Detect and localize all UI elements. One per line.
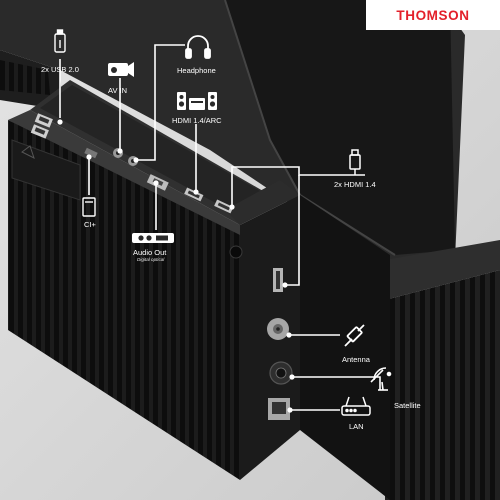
headphone-icon [185,35,211,59]
audio-out-sublabel: Digital optical [137,257,165,262]
hdmi-label: 2x HDMI 1.4 [334,180,376,189]
tv-back-recess [225,0,455,255]
housing-grille-right [385,270,500,500]
hdmi-cable-icon [349,149,361,175]
brand-logo-box: THOMSON [366,0,500,30]
satellite-label: Satellite [394,401,421,410]
ci-slot [84,147,98,159]
brand-logo: THOMSON [396,7,470,23]
housing-side [240,195,300,480]
usb-label: 2x USB 2.0 [41,65,79,74]
audio-out-label: Audio Out [133,248,167,257]
ci-card-icon [82,197,96,217]
antenna-label: Antenna [342,355,370,364]
router-icon [341,396,371,416]
housing-grille-left [8,120,240,480]
camcorder-icon [108,62,134,77]
callout-lines [59,44,381,411]
lan-label: LAN [349,422,364,431]
usb-icon [54,29,66,53]
headphone-label: Headphone [177,66,216,75]
satellite-dish-icon [370,367,392,391]
hdmi-arc-label: HDMI 1.4/ARC [172,116,222,125]
usb-ports [30,113,53,139]
sound-system-icon [177,92,217,110]
av-in-label: AV IN [108,86,128,95]
antenna-icon [344,324,365,347]
optical-port-icon [132,233,174,243]
ci-label: CI+ [84,220,96,229]
